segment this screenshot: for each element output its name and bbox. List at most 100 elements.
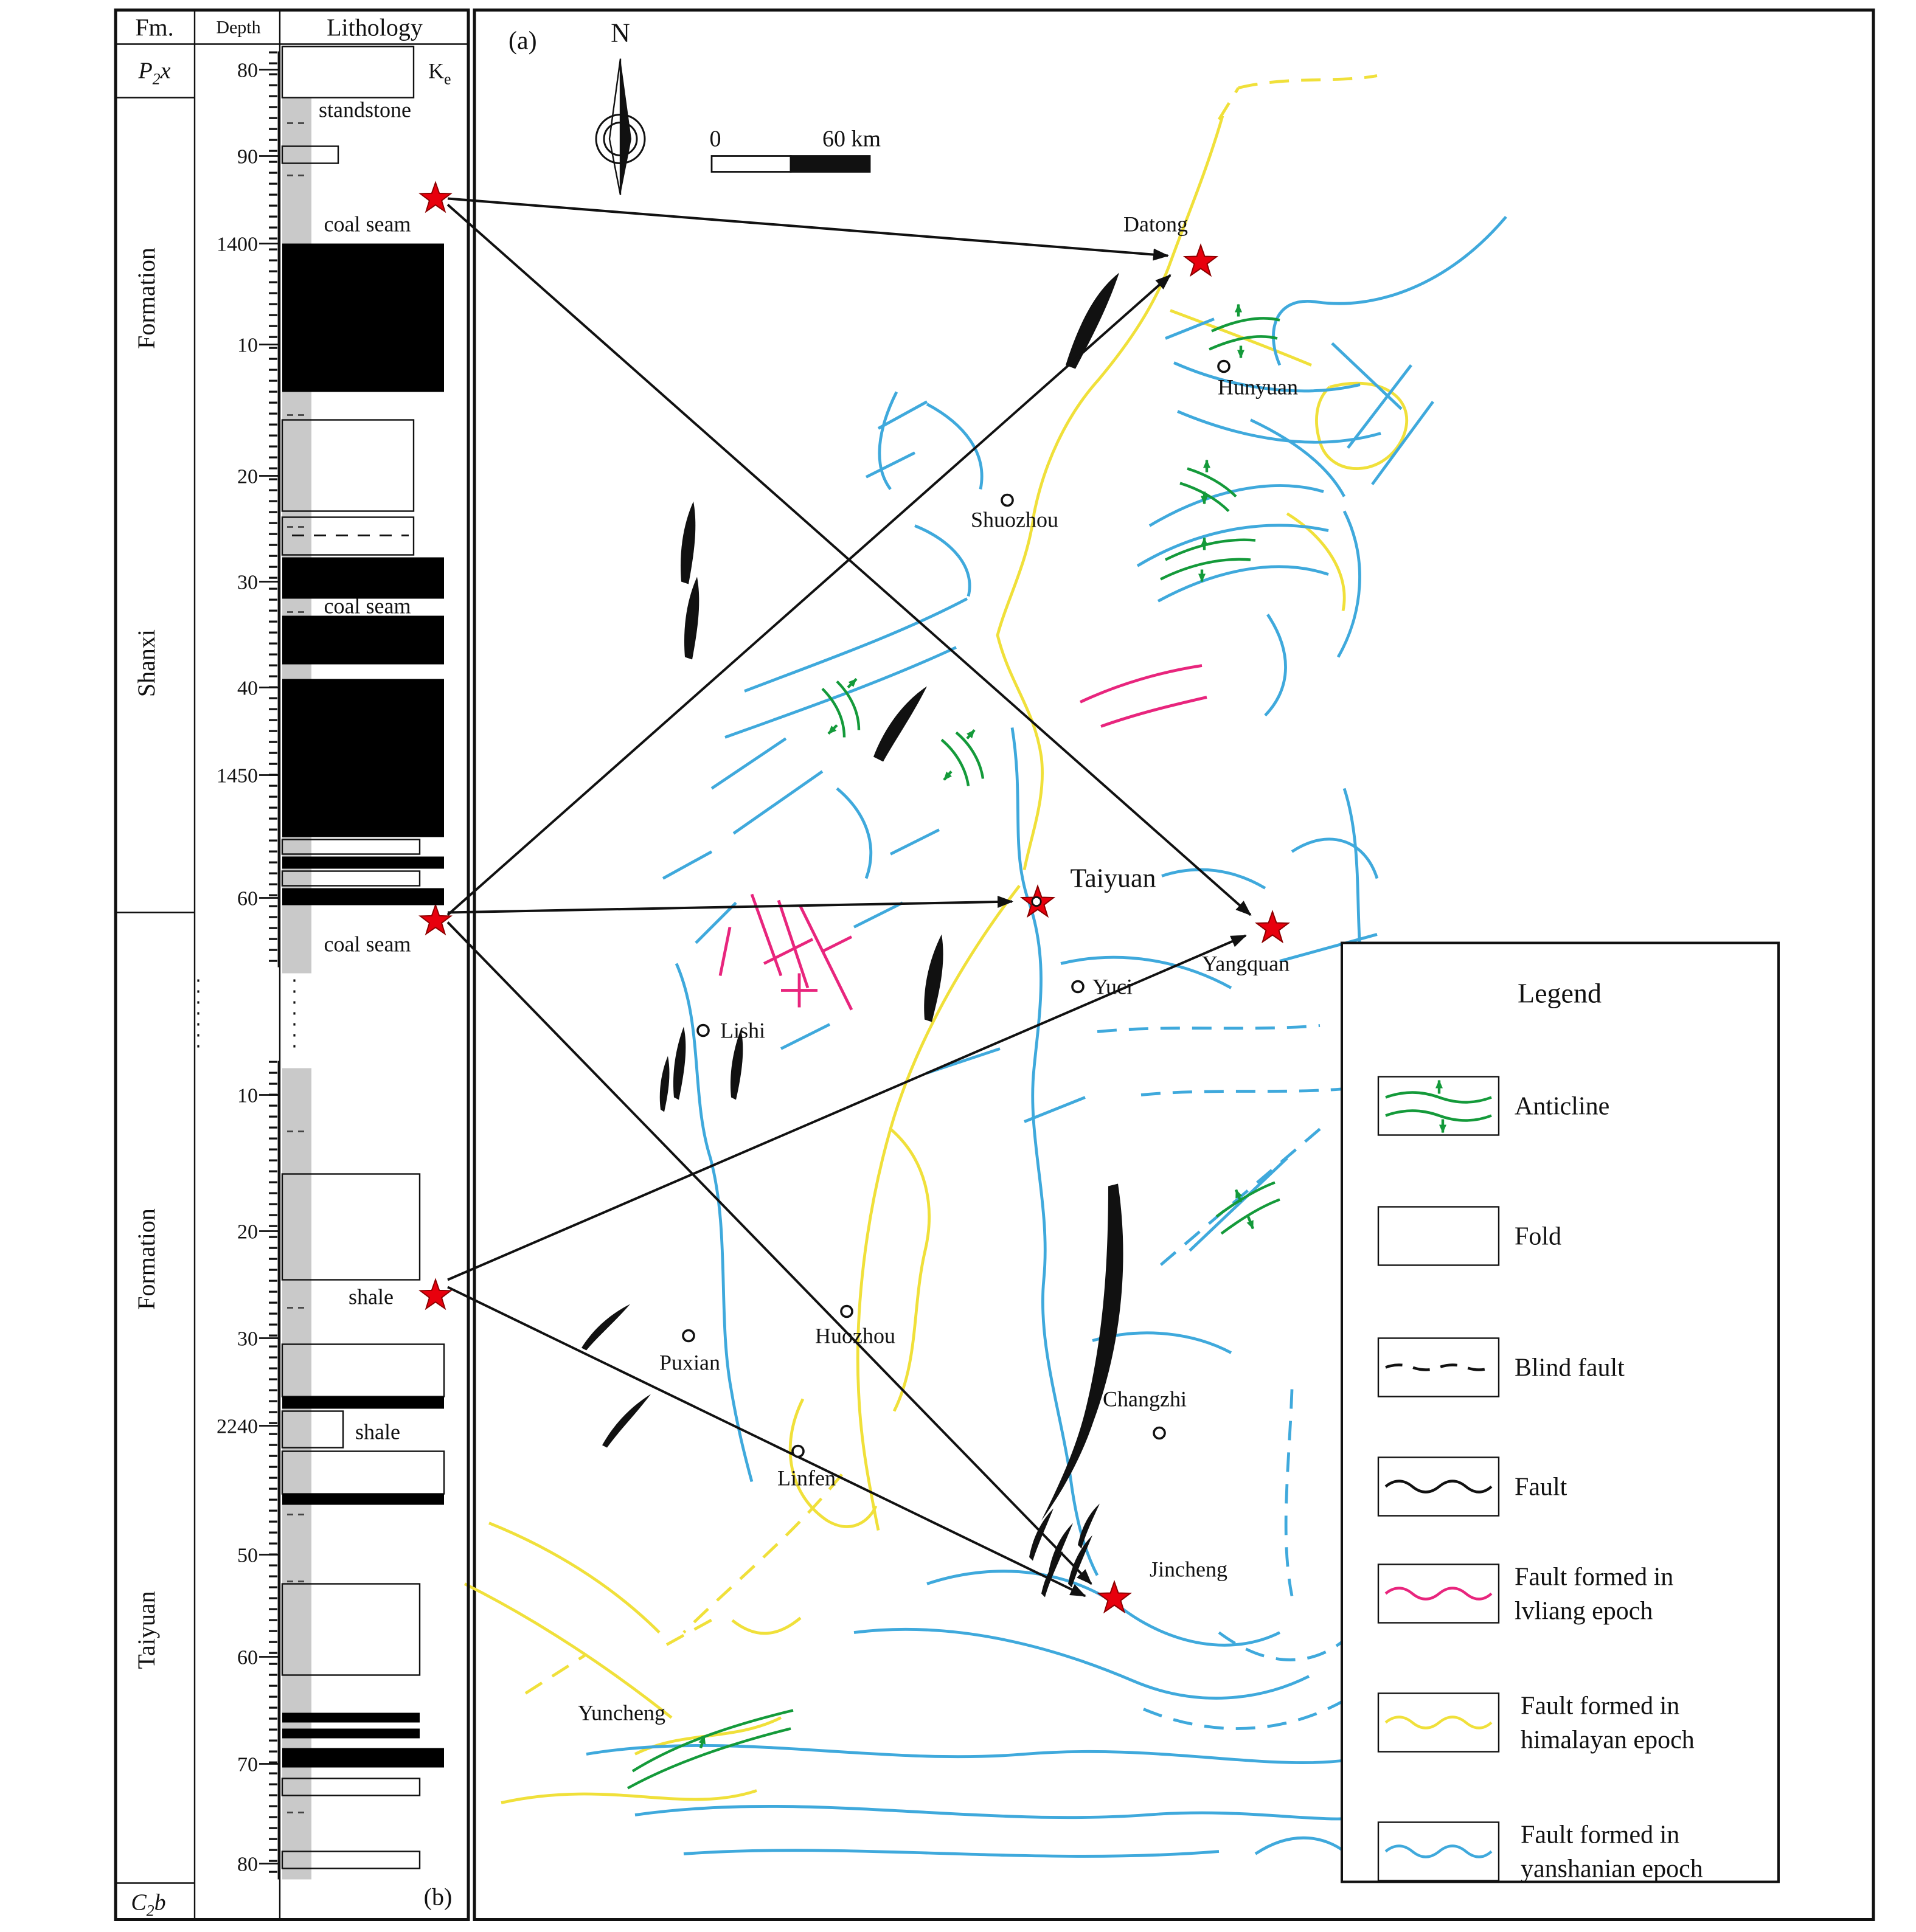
sandstone-block-2 [281,419,415,512]
depth-label: 10 [237,1085,258,1107]
city-label-hunyuan: Hunyuan [1218,375,1298,400]
lvliang-faults [718,664,1207,1011]
fm-c2b-label: C2b [131,1890,165,1920]
depth-label: 40 [237,677,258,700]
map-star-jincheng [1097,1581,1131,1613]
fm-c2b-sub: 2 [147,1902,154,1920]
section-break-dots [197,979,296,1053]
legend-label-blind-fault: Blind fault [1515,1354,1625,1382]
strat-panel: Fm. Depth Lithology P2x C2b Formation Sh… [114,9,470,1921]
legend: Legend Anticline Fold Blind fault Fault … [1341,941,1780,1883]
depth-label: 1450 [217,765,258,788]
compass-ring-outer [595,114,646,164]
panel-b-label: (b) [424,1883,453,1911]
legend-swatch-fault [1377,1456,1500,1517]
coal-thin-3 [282,1396,444,1409]
ke-label: Ke [428,59,451,88]
legend-label-fault-lvliang-2: lvliang epoch [1515,1598,1653,1626]
mudstone-column-lower [282,1068,311,1880]
legend-label-fault-yanshanian-1: Fault formed in [1521,1821,1679,1849]
himalayan-faults [463,115,1409,1804]
fm-p2x-main: P [137,58,152,84]
coal-seam-label-1: coal seam [324,212,411,237]
city-label-yuci: Yuci [1092,975,1133,999]
compass-ring-inner [603,122,638,156]
scale-segment-black [790,155,871,173]
legend-label-fold: Fold [1515,1223,1561,1251]
sandstone-thin-1 [281,839,421,855]
coal-thin-7 [282,1748,444,1768]
scale-zero: 0 [710,126,721,152]
city-marker-hunyuan [1217,359,1230,373]
sandstone-block-ke [281,46,415,99]
shale-block-2 [281,1410,344,1449]
legend-title: Legend [1518,978,1602,1009]
coal-thin-4 [282,1494,444,1505]
city-labels: Datong Hunyuan Shuozhou Taiyuan Yuci Yan… [578,212,1298,1725]
shanxi-name-word: Shanxi [133,629,160,697]
scale-end: 60 km [822,126,881,152]
coal-thin-5 [282,1712,420,1723]
shanxi-formation-word: Formation [133,248,160,349]
city-marker-changzhi [1153,1426,1166,1440]
ke-main: K [428,59,444,83]
city-label-yangquan: Yangquan [1202,952,1289,976]
legend-swatch-fault-himalayan [1377,1692,1500,1753]
ke-sub: e [444,71,451,88]
fm-p2x-label: P2x [137,58,170,88]
scale-bar: 0 60 km [710,126,881,173]
city-label-linfen: Linfen [777,1466,836,1491]
coal-block-3 [282,615,444,665]
panel-a-label: (a) [509,27,537,55]
legend-swatch-anticline [1377,1076,1500,1136]
silt-block [281,145,339,164]
legend-fault-himalayan-symbol [1384,1716,1493,1729]
legend-label-fault-himalayan-1: Fault formed in [1521,1692,1679,1720]
city-marker-taiyuan [1031,896,1042,907]
header-depth: Depth [216,18,260,38]
city-marker-puxian [682,1329,695,1343]
himalayan-faults-dashed [524,74,1378,1695]
city-markers [682,359,1230,1458]
legend-anticline-symbol [1385,1079,1492,1134]
shale-block-3 [281,1583,421,1676]
lithology-column [197,46,445,1880]
shale-label-2: shale [355,1420,400,1444]
shale-block-1 [281,1173,421,1281]
anticlines [627,303,1280,1790]
city-label-lishi: Lishi [720,1019,765,1043]
column-star-1 [419,181,452,213]
coal-seam-label-3: coal seam [324,932,411,957]
depth-label: 10 [237,334,258,357]
taiyuan-formation-word: Formation [133,1208,160,1310]
header-fm: Fm. [135,14,173,41]
depth-labels: 80 90 1400 10 20 30 40 1450 60 10 20 30 … [217,60,258,1876]
depth-label: 20 [237,1221,258,1244]
coal-seam-label-2: coal seam [324,594,411,618]
legend-swatch-fault-lvliang [1377,1563,1500,1624]
fm-c2b-tail: b [154,1890,166,1916]
taiyuan-name-word: Taiyuan [133,1591,160,1669]
legend-label-anticline: Anticline [1515,1093,1609,1121]
depth-ruler: 80 90 1400 10 20 30 40 1450 60 10 20 30 … [217,51,280,1880]
coal-thin-1 [282,856,444,869]
city-marker-lishi [696,1023,710,1037]
coal-block-4 [282,679,444,837]
depth-label: 2240 [217,1416,258,1438]
city-marker-shuozhou [1001,493,1014,507]
depth-label: 30 [237,1328,258,1351]
yanshanian-faults-dashed [1097,1024,1357,1730]
fold-lenses [581,272,1123,1598]
city-label-huozhou: Huozhou [815,1324,895,1348]
city-marker-linfen [791,1444,805,1458]
city-label-datong: Datong [1123,212,1188,237]
compass-needle-light [608,58,622,195]
sandstone-thin-2 [281,870,421,887]
sandstone-thin-4 [281,1851,421,1869]
legend-swatch-fault-yanshanian [1377,1821,1500,1882]
fm-p2x-tail: x [160,58,171,84]
city-marker-yuci [1071,980,1085,994]
legend-label-fault-himalayan-2: himalayan epoch [1521,1726,1695,1754]
